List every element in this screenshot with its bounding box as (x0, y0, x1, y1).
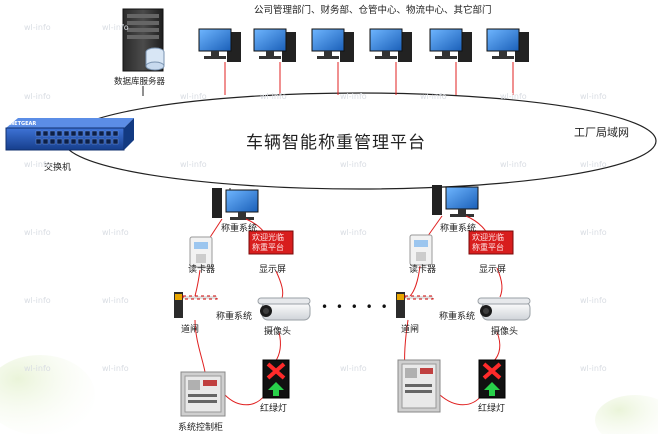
switch-port (42, 130, 49, 137)
watermark: wl-info (500, 160, 527, 169)
left-scale-label: 称重系统 (216, 312, 253, 322)
right-weighing-system-label: 称重系统 (440, 224, 477, 234)
switch-port (49, 138, 56, 145)
weighing-station-right (396, 185, 531, 413)
left-display-label: 显示屏 (259, 265, 287, 275)
switch-port (112, 130, 119, 137)
switch-port (70, 130, 77, 137)
switch-port (84, 138, 91, 145)
watermark: wl-info (340, 228, 367, 237)
left-card-reader-label: 读卡器 (188, 265, 216, 275)
watermark: wl-info (24, 160, 51, 169)
switch-port (112, 138, 119, 145)
workstation-icon (311, 28, 354, 62)
switch-port (70, 138, 77, 145)
workstation-icon (486, 28, 529, 62)
switch-port (63, 138, 70, 145)
watermark: wl-info (340, 92, 367, 101)
left-led-line2: 称重平台 (252, 243, 284, 252)
switch-port (49, 130, 56, 137)
right-camera-label: 摄像头 (491, 327, 519, 337)
right-display-label: 显示屏 (479, 265, 507, 275)
database-server-label: 数据库服务器 (114, 77, 166, 87)
database-server-icon (122, 8, 165, 72)
watermark: wl-info (580, 364, 607, 373)
workstation-icon (429, 28, 472, 62)
watermark: wl-info (420, 92, 447, 101)
workstation-icon (369, 28, 412, 62)
watermark: wl-info (580, 228, 607, 237)
watermark: wl-info (580, 296, 607, 305)
switch-port (42, 138, 49, 145)
watermark: wl-info (24, 296, 51, 305)
weighing-station-left (174, 188, 311, 417)
watermark: wl-info (180, 92, 207, 101)
switch-port (63, 130, 70, 137)
left-weighing-system-label: 称重系统 (221, 224, 258, 234)
right-barrier-label: 道闸 (401, 325, 420, 335)
watermark: wl-info (24, 23, 51, 32)
watermark: wl-info (102, 228, 129, 237)
switch-port (77, 138, 84, 145)
workstation-icon (253, 28, 296, 62)
switch-port (98, 138, 105, 145)
watermark: wl-info (500, 92, 527, 101)
watermark: wl-info (340, 160, 367, 169)
left-control-cabinet-label: 系统控制柜 (178, 423, 224, 433)
right-traffic-light-label: 红绿灯 (478, 404, 506, 414)
switch-label: 交换机 (44, 163, 72, 173)
switch-port (98, 130, 105, 137)
watermark: wl-info (102, 296, 129, 305)
watermark: wl-info (24, 92, 51, 101)
switch-brand: NETGEAR (10, 121, 37, 127)
decoration-leaf (0, 355, 95, 434)
workstation-icon (198, 28, 241, 62)
switch-port (84, 130, 91, 137)
station-separator-dots: • • • • • (321, 300, 390, 314)
watermark: wl-info (102, 364, 129, 373)
lan-label: 工厂局域网 (574, 126, 629, 139)
switch-port (35, 138, 42, 145)
left-camera-label: 摄像头 (264, 327, 292, 337)
switch-port (105, 130, 112, 137)
left-led-line1: 欢迎光临 (252, 233, 284, 242)
watermark: wl-info (102, 23, 129, 32)
switch-port (77, 130, 84, 137)
watermark: wl-info (180, 160, 207, 169)
departments-label: 公司管理部门、财务部、仓管中心、物流中心、其它部门 (254, 5, 492, 16)
switch-port (35, 130, 42, 137)
watermark: wl-info (260, 92, 287, 101)
right-scale-label: 称重系统 (439, 312, 476, 322)
right-led-line2: 称重平台 (472, 243, 504, 252)
switch-port (91, 130, 98, 137)
switch-port (56, 130, 63, 137)
left-traffic-light-label: 红绿灯 (260, 404, 288, 414)
network-switch-icon (5, 118, 134, 151)
switch-port (105, 138, 112, 145)
watermark: wl-info (24, 364, 51, 373)
watermark: wl-info (24, 228, 51, 237)
watermark: wl-info (580, 160, 607, 169)
platform-title: 车辆智能称重管理平台 (246, 133, 426, 153)
decoration-leaf (595, 395, 658, 434)
right-led-line1: 欢迎光临 (472, 233, 504, 242)
right-card-reader-label: 读卡器 (409, 265, 437, 275)
switch-port (56, 138, 63, 145)
left-barrier-label: 道闸 (181, 325, 200, 335)
watermark: wl-info (340, 364, 367, 373)
switch-port (91, 138, 98, 145)
watermark: wl-info (580, 92, 607, 101)
